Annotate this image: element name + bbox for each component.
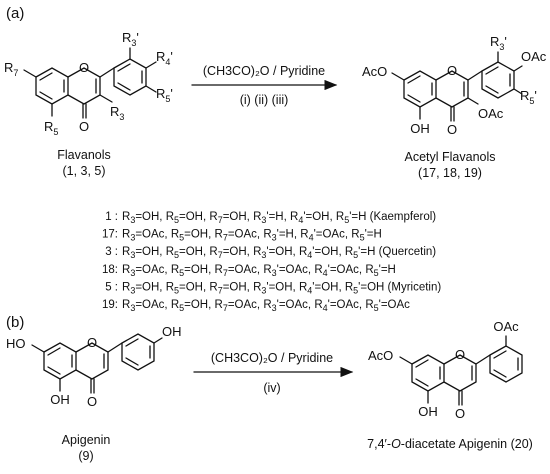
- legend-substituents: R3=OAc, R5=OH, R7=OAc, R3'=OAc, R4'=OAc,…: [122, 299, 410, 313]
- label-oh-5: OH: [410, 121, 430, 136]
- label-r5: R5: [44, 119, 58, 137]
- diacetate-apigenin-structure: [399, 335, 523, 406]
- legend-compound-id: 17:: [102, 229, 118, 241]
- product-keto-oxygen: O: [447, 122, 457, 137]
- acetyl-flavanol-structure: [391, 51, 523, 122]
- label-r7: R7: [4, 60, 18, 78]
- keto-oxygen: O: [79, 119, 89, 134]
- product-label-r5-prime: R5': [520, 88, 537, 106]
- legend-substituents: R3=OAc, R5=OH, R7=OAc, R3'=H, R4'=OAc, R…: [122, 229, 382, 243]
- legend-substituents: R3=OH, R5=OH, R7=OH, R3'=OH, R4'=OH, R5'…: [122, 246, 436, 260]
- diacetate-ring-oxygen: O: [455, 347, 465, 362]
- reactant-ids: (1, 3, 5): [62, 164, 105, 178]
- label-r4-prime: R4': [156, 49, 173, 67]
- apigenin-ring-oxygen: O: [87, 335, 97, 350]
- label-oac-3: OAc: [478, 106, 504, 121]
- label-r3: R3: [110, 104, 124, 122]
- apigenin-label-oh-4-prime: OH: [162, 324, 182, 339]
- flavanol-structure: [23, 47, 157, 119]
- label-r5-prime: R5': [156, 86, 173, 104]
- product-label-r3-prime: R3': [490, 34, 507, 52]
- legend-substituents: R3=OAc, R5=OH, R7=OAc, R3'=OAc, R4'=OAc,…: [122, 264, 396, 278]
- apigenin-label-ho: HO: [6, 336, 26, 351]
- label-aco: AcO: [362, 64, 387, 79]
- diacetate-label-oac-4-prime: OAc: [493, 319, 519, 334]
- product-name: Acetyl Flavanols: [404, 150, 495, 164]
- apigenin-id: (9): [78, 449, 93, 463]
- legend-compound-id: 1 :: [105, 211, 118, 223]
- product-ids: (17, 18, 19): [418, 166, 482, 180]
- apigenin-keto-oxygen: O: [87, 394, 97, 409]
- label-r3-prime: R3': [122, 30, 139, 48]
- apigenin-label-oh-5: OH: [50, 392, 70, 407]
- product-ring-oxygen: O: [447, 63, 457, 78]
- ring-oxygen: O: [79, 60, 89, 75]
- legend-compound-id: 3 :: [105, 246, 118, 258]
- diacetate-label-oh-5: OH: [418, 404, 438, 419]
- steps-label-b: (iv): [263, 381, 280, 395]
- steps-label-a: (i) (ii) (iii): [240, 93, 289, 107]
- reagent-label-b: (CH3CO)₂O / Pyridine: [211, 351, 333, 365]
- apigenin-structure: [31, 333, 163, 394]
- label-oac-4-prime: OAc: [521, 49, 547, 64]
- reactant-name: Flavanols: [57, 148, 111, 162]
- diacetate-apigenin-name: 7,4′-O-diacetate Apigenin (20): [367, 437, 533, 451]
- diacetate-label-aco: AcO: [368, 348, 393, 363]
- reagent-label-a: (CH3CO)₂O / Pyridine: [203, 64, 325, 78]
- legend-substituents: R3=OH, R5=OH, R7=OH, R3'=H, R4'=OH, R5'=…: [122, 211, 436, 225]
- legend-substituents: R3=OH, R5=OH, R7=OH, R3'=OH, R4'=OH, R5'…: [122, 281, 441, 295]
- diacetate-keto-oxygen: O: [455, 406, 465, 421]
- panel-a-label: (a): [6, 5, 24, 22]
- legend-compound-id: 18:: [102, 264, 118, 276]
- legend-compound-id: 5 :: [105, 281, 118, 293]
- legend-compound-id: 19:: [102, 299, 118, 311]
- panel-b-label: (b): [6, 314, 24, 331]
- apigenin-name: Apigenin: [62, 433, 111, 447]
- substituent-legend: 1 : R3=OH, R5=OH, R7=OH, R3'=H, R4'=OH, R…: [102, 211, 441, 313]
